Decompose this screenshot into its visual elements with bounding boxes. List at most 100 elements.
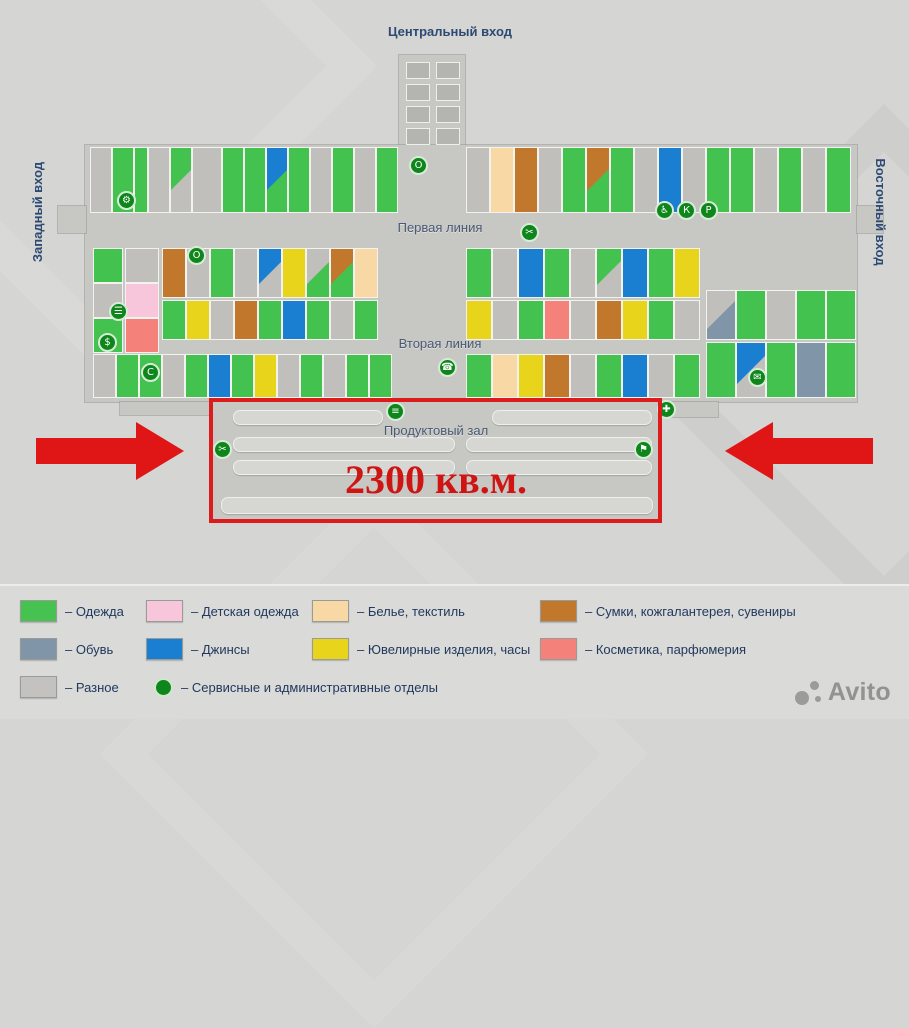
legend-label: – Джинсы (191, 641, 250, 657)
right-red-arrow (773, 438, 873, 464)
store-cell (466, 147, 490, 213)
store-cell (622, 300, 648, 340)
service-icon: Р (699, 201, 718, 220)
store-cell (208, 354, 231, 398)
service-icon: К (677, 201, 696, 220)
store-cell (222, 147, 244, 213)
store-cell (185, 354, 208, 398)
legend-item: – Сумки, кожгалантерея, сувениры (540, 592, 909, 630)
legend-label: – Косметика, парфюмерия (585, 641, 747, 657)
store-cell (674, 248, 700, 298)
store-cell (706, 342, 736, 398)
legend-swatch (540, 638, 577, 660)
store-cell (258, 300, 282, 340)
service-icon: ♿ (655, 201, 674, 220)
legend-label: – Разное (65, 679, 119, 695)
background-pattern-shape (99, 479, 649, 1028)
left-red-arrow (36, 438, 136, 464)
legend-item: – Одежда (20, 592, 146, 630)
store-cell (586, 147, 610, 213)
store-cell (492, 300, 518, 340)
west-entrance-label: Западный вход (30, 161, 45, 263)
store-cell (323, 354, 346, 398)
legend-item: – Обувь (20, 630, 146, 668)
store-cell (288, 147, 310, 213)
highlight-rect (209, 398, 662, 523)
store-cell (369, 354, 392, 398)
store-cell (610, 147, 634, 213)
store-cell (826, 147, 851, 213)
legend-label: – Обувь (65, 641, 114, 657)
store-cell (162, 300, 186, 340)
store-cell (674, 300, 700, 340)
store-cell (234, 300, 258, 340)
service-icon: ☰ (109, 302, 128, 321)
store-cell (244, 147, 266, 213)
legend-swatch (312, 600, 349, 622)
entrance-door-cell (436, 128, 460, 145)
store-cell (518, 300, 544, 340)
store-cell (300, 354, 323, 398)
legend-item: – Детская одежда (146, 592, 312, 630)
store-cell (596, 354, 622, 398)
food-hall-label: Продуктовый зал (383, 423, 489, 438)
legend-label: – Ювелирные изделия, часы (357, 641, 531, 657)
legend-item: – Джинсы (146, 630, 312, 668)
store-cell (562, 147, 586, 213)
legend-swatch (20, 600, 57, 622)
store-cell (538, 147, 562, 213)
legend-label: – Сумки, кожгалантерея, сувениры (585, 603, 796, 619)
store-cell (93, 354, 116, 398)
entrance-door-cell (406, 84, 430, 101)
legend-item: – Косметика, парфюмерия (540, 630, 909, 668)
store-cell (622, 354, 648, 398)
store-cell (648, 248, 674, 298)
store-cell (93, 248, 123, 283)
legend-swatch (146, 600, 183, 622)
store-cell (544, 354, 570, 398)
store-cell (570, 354, 596, 398)
service-icon: ⚙ (117, 191, 136, 210)
service-icon: ✂ (213, 440, 232, 459)
legend-swatch (146, 638, 183, 660)
store-cell (466, 354, 492, 398)
store-cell (570, 248, 596, 298)
store-cell (125, 248, 159, 283)
store-cell (134, 147, 148, 213)
store-cell (596, 300, 622, 340)
store-cell (802, 147, 826, 213)
store-cell (310, 147, 332, 213)
store-cell (354, 248, 378, 298)
second-line-label: Вторая линия (398, 336, 482, 351)
store-cell (490, 147, 514, 213)
entrance-door-cell (436, 62, 460, 79)
service-icon: О (187, 246, 206, 265)
store-cell (277, 354, 300, 398)
store-cell (778, 147, 802, 213)
store-cell (492, 248, 518, 298)
legend-swatch (540, 600, 577, 622)
store-cell (306, 248, 330, 298)
service-icon: ⚑ (634, 440, 653, 459)
store-cell (231, 354, 254, 398)
legend-item: – Сервисные и административные отделы (146, 668, 438, 706)
store-cell (330, 300, 354, 340)
market-counter (233, 410, 383, 425)
store-cell (148, 147, 170, 213)
avito-watermark: Avito (794, 678, 891, 707)
store-cell (332, 147, 354, 213)
east-entrance-stub (857, 206, 883, 233)
market-counter (466, 460, 652, 475)
store-cell (518, 248, 544, 298)
service-icon: ≡ (386, 402, 405, 421)
store-cell (596, 248, 622, 298)
store-cell (796, 342, 826, 398)
store-cell (466, 248, 492, 298)
east-entrance-label: Восточный вход (873, 158, 888, 266)
store-cell (266, 147, 288, 213)
legend: – Одежда– Детская одежда– Белье, текстил… (0, 584, 909, 719)
service-icon: ✂ (520, 223, 539, 242)
legend-label: – Детская одежда (191, 603, 299, 619)
store-cell (826, 290, 856, 340)
store-cell (282, 300, 306, 340)
